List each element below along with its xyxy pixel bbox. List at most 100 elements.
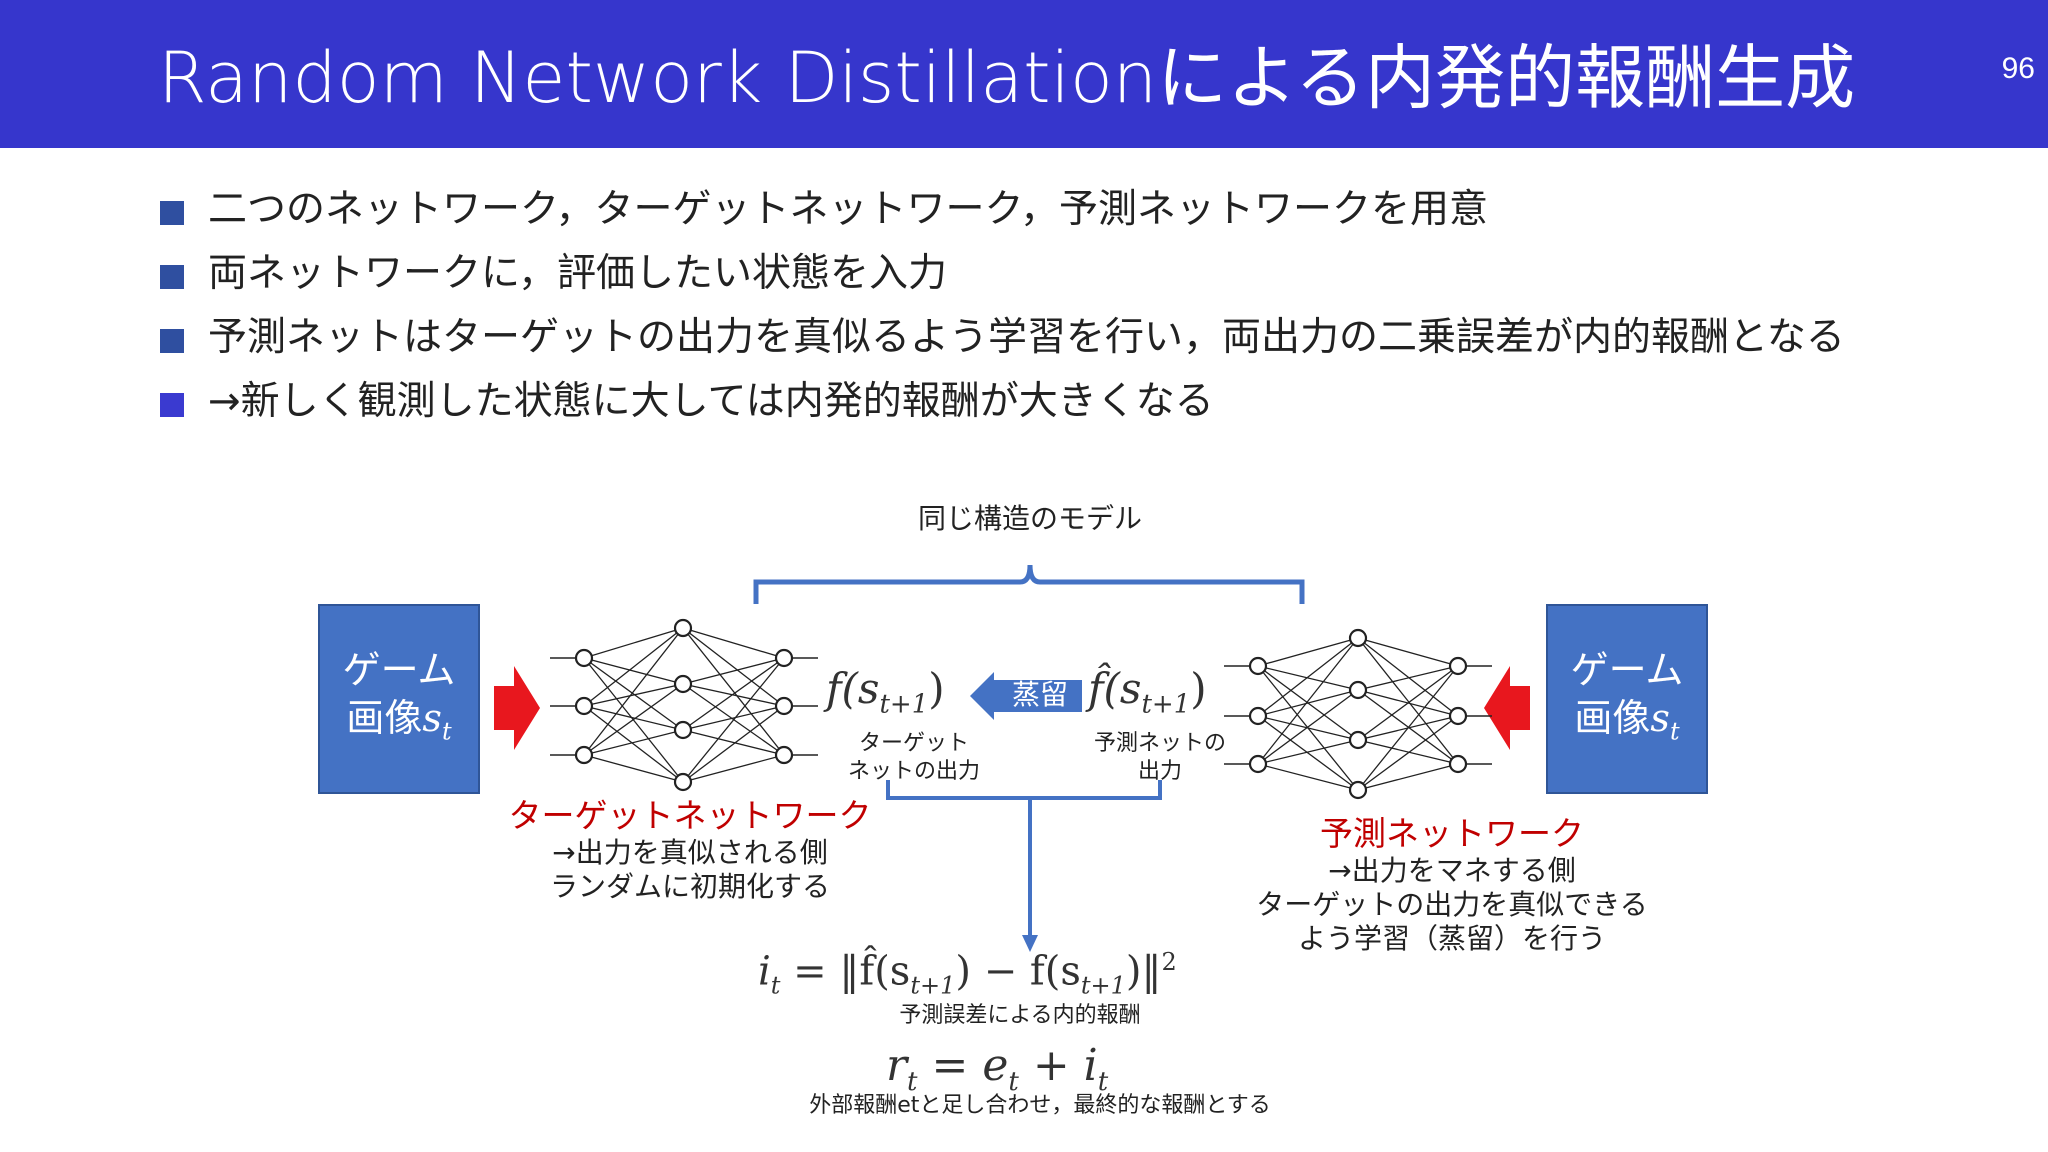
network-edge xyxy=(1257,637,1359,765)
predictor-network-graph xyxy=(1224,628,1492,800)
network-edge xyxy=(1257,715,1359,791)
network-edge xyxy=(682,657,785,731)
network-edge xyxy=(682,627,785,756)
network-node xyxy=(574,745,594,765)
input-label-line1: ゲーム xyxy=(1570,648,1684,692)
network-edge xyxy=(1257,689,1359,765)
network-edge xyxy=(583,683,684,707)
bullet-square-icon xyxy=(160,201,184,225)
network-edge xyxy=(583,657,684,731)
left-input-box: ゲーム 画像st xyxy=(318,604,480,794)
network-edge xyxy=(1357,637,1459,765)
page-number: 96 xyxy=(2001,52,2035,85)
target-network-desc2: ランダムに初期化する xyxy=(549,870,830,903)
network-edge xyxy=(682,657,785,685)
network-edge xyxy=(1357,715,1459,791)
network-node xyxy=(574,648,594,668)
distill-label: 蒸留 xyxy=(1011,678,1068,711)
predictor-network-label: 予測ネットワーク →出力をマネする側 ターゲットの出力を真似できる よう学習（蒸… xyxy=(1232,814,1672,956)
right-input-box: ゲーム 画像st xyxy=(1546,604,1708,794)
down-arrow-head xyxy=(1022,935,1038,952)
predictor-output-formula: f̂(st+1) xyxy=(1088,664,1207,720)
network-node xyxy=(673,720,693,740)
input-label-line2: 画像st xyxy=(1574,696,1680,746)
network-edge xyxy=(1357,763,1459,791)
network-node xyxy=(1448,754,1468,774)
bullet-text: 二つのネットワーク，ターゲットネットワーク，予測ネットワークを用意 xyxy=(208,187,1488,232)
network-edge xyxy=(1357,665,1459,691)
network-edge xyxy=(583,627,684,707)
network-node xyxy=(673,674,693,694)
predictor-network-desc3: よう学習（蒸留）を行う xyxy=(1297,922,1606,955)
bullet-item: →新しく観測した状態に大しては内発的報酬が大きくなる xyxy=(160,380,1940,424)
target-output-caption: ターゲット ネットの出力 xyxy=(847,731,980,784)
same-structure-label: 同じ構造のモデル xyxy=(917,502,1142,535)
network-node xyxy=(774,745,794,765)
network-edge xyxy=(1257,637,1359,667)
network-edge xyxy=(1357,739,1459,765)
total-reward-caption: 外部報酬etと足し合わせ，最終的な報酬とする xyxy=(809,1093,1271,1118)
bullet-text: 両ネットワークに，評価したい状態を入力 xyxy=(208,251,948,296)
predictor-network-name: 予測ネットワーク xyxy=(1320,814,1584,853)
output-bracket xyxy=(886,780,1162,800)
network-node xyxy=(1348,780,1368,800)
target-network-name: ターゲットネットワーク xyxy=(508,796,872,835)
target-network-graph xyxy=(550,618,818,792)
network-edge xyxy=(1357,665,1459,791)
network-edge xyxy=(583,627,684,756)
network-node xyxy=(1448,706,1468,726)
network-edge xyxy=(1257,665,1359,691)
slide-title: Random Network Distillationによる内発的報酬生成 xyxy=(158,37,1856,119)
left-red-arrow xyxy=(494,666,540,750)
network-edge xyxy=(682,683,785,707)
network-edge xyxy=(1257,715,1359,741)
network-edge xyxy=(1357,637,1459,717)
input-label-line1: ゲーム xyxy=(342,648,456,692)
network-edge xyxy=(682,657,785,783)
network-edge xyxy=(583,705,684,783)
network-edge xyxy=(583,754,684,783)
target-output-formula: f(st+1) xyxy=(826,664,945,720)
target-network-desc1: →出力を真似される側 xyxy=(552,836,828,869)
network-edge xyxy=(682,627,785,707)
network-edge xyxy=(583,705,684,731)
network-edge xyxy=(1257,689,1359,717)
network-node xyxy=(673,772,693,792)
network-node xyxy=(673,618,693,638)
right-red-arrow xyxy=(1484,666,1530,750)
network-edge xyxy=(583,729,684,756)
network-node xyxy=(774,648,794,668)
top-bracket xyxy=(753,564,1305,604)
title-bar: Random Network Distillationによる内発的報酬生成 96 xyxy=(0,0,2048,148)
predictor-output-caption: 予測ネットの 出力 xyxy=(1093,731,1226,784)
network-node xyxy=(1348,680,1368,700)
total-reward-equation: rt = et + it xyxy=(886,1040,1109,1097)
network-node xyxy=(1448,656,1468,676)
bullet-text: 予測ネットはターゲットの出力を真似るよう学習を行い，両出力の二乗誤差が内的報酬と… xyxy=(208,315,1845,360)
input-label-line2: 画像st xyxy=(346,696,452,746)
bullet-list: 二つのネットワーク，ターゲットネットワーク，予測ネットワークを用意 両ネットワー… xyxy=(160,188,1940,444)
bullet-item: 予測ネットはターゲットの出力を真似るよう学習を行い，両出力の二乗誤差が内的報酬と… xyxy=(160,316,1928,360)
bullet-item: 二つのネットワーク，ターゲットネットワーク，予測ネットワークを用意 xyxy=(160,188,1940,232)
network-node xyxy=(574,696,594,716)
network-edge xyxy=(1257,763,1359,791)
network-edge xyxy=(682,754,785,783)
bullet-text: →新しく観測した状態に大しては内発的報酬が大きくなる xyxy=(208,379,1214,424)
predictor-network-desc1: →出力をマネする側 xyxy=(1328,854,1576,887)
network-node xyxy=(1348,628,1368,648)
network-edge xyxy=(1257,739,1359,765)
network-edge xyxy=(583,683,684,756)
predictor-network-desc2: ターゲットの出力を真似できる xyxy=(1256,888,1648,921)
network-edge xyxy=(583,627,684,659)
bullet-square-icon xyxy=(160,265,184,289)
intrinsic-reward-equation: it = ‖f̂(st+1) − f(st+1)‖2 xyxy=(758,948,1177,1000)
network-node xyxy=(1248,706,1268,726)
network-edge xyxy=(1357,637,1459,667)
network-edge xyxy=(1257,637,1359,717)
distill-arrow xyxy=(970,672,1082,720)
target-network-label: ターゲットネットワーク →出力を真似される側 ランダムに初期化する xyxy=(480,796,900,904)
bullet-square-icon xyxy=(160,393,184,417)
network-edge xyxy=(682,705,785,783)
network-edge xyxy=(682,729,785,756)
